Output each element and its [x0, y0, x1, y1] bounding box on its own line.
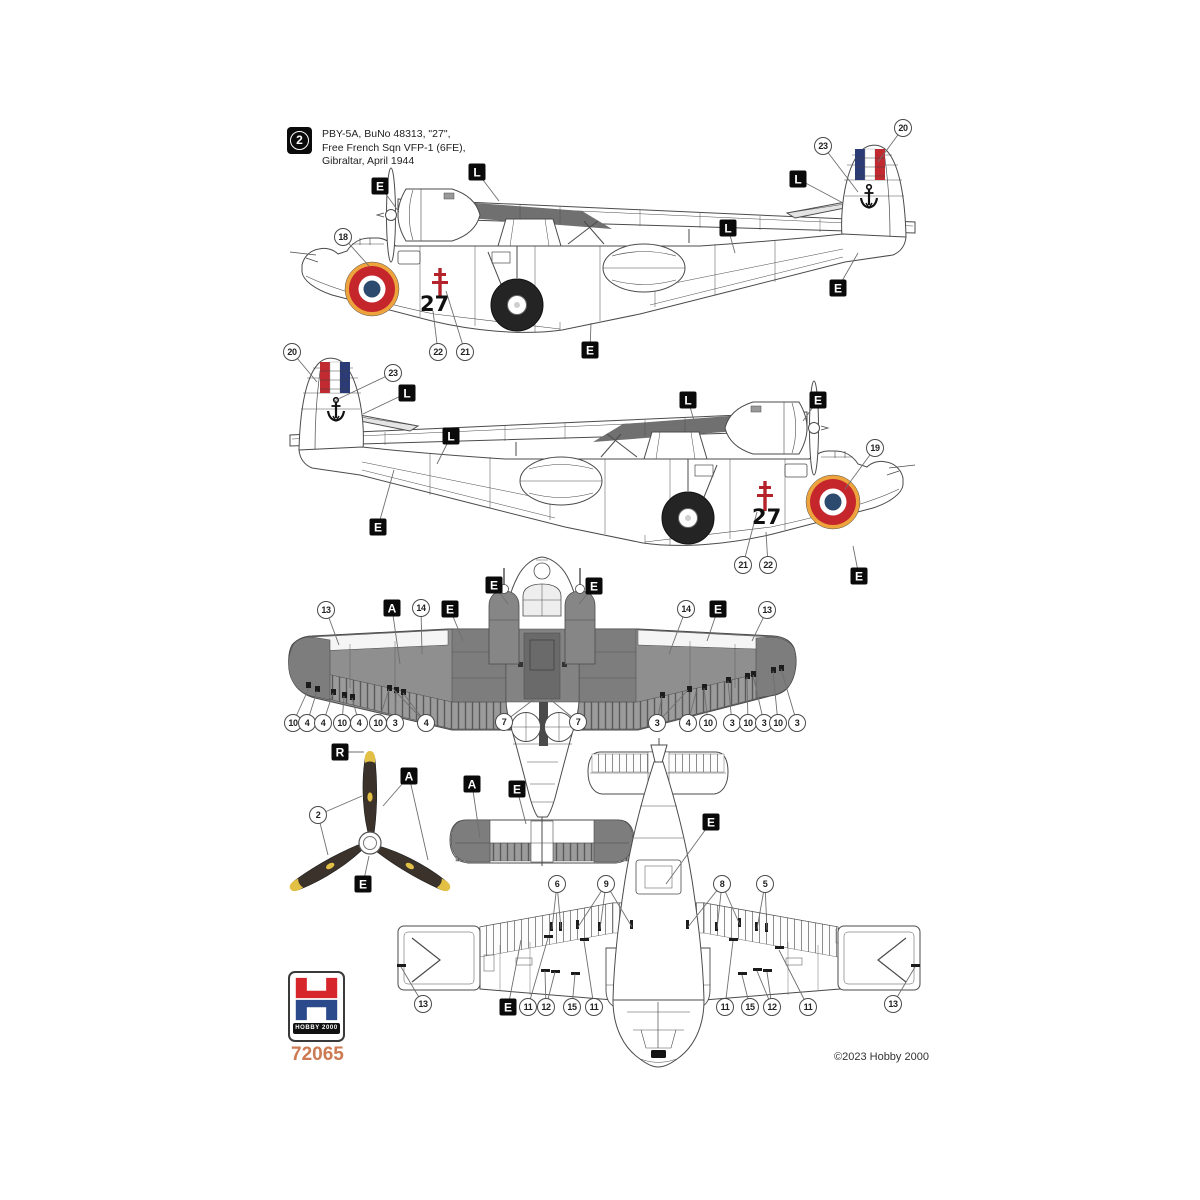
- hobby2000-monogram: [295, 977, 338, 1021]
- part-callout-11: 11: [716, 998, 734, 1016]
- part-callout-23: 23: [384, 364, 402, 382]
- anchor-icon: [859, 183, 879, 209]
- paint-label-E: E: [485, 576, 503, 594]
- paint-label-L: L: [468, 163, 486, 181]
- part-callout-13: 13: [758, 601, 776, 619]
- part-callout-3: 3: [788, 714, 806, 732]
- scheme-number: 2: [290, 131, 309, 150]
- part-callout-11: 11: [585, 998, 603, 1016]
- paint-label-E: E: [809, 391, 827, 409]
- kit-number: 72065: [291, 1044, 344, 1065]
- tactical-code-starboard: 27: [752, 505, 782, 529]
- part-callout-7: 7: [495, 713, 513, 731]
- part-callout-21: 21: [456, 343, 474, 361]
- part-callout-4: 4: [417, 714, 435, 732]
- part-callout-10: 10: [369, 714, 387, 732]
- part-callout-3: 3: [386, 714, 404, 732]
- paint-label-E: E: [709, 600, 727, 618]
- paint-label-E: E: [581, 341, 599, 359]
- part-callout-3: 3: [648, 714, 666, 732]
- paint-label-A: A: [383, 599, 401, 617]
- roundel-port: [344, 261, 400, 317]
- cross-of-lorraine-icon: [432, 268, 448, 298]
- part-callout-14: 14: [412, 599, 430, 617]
- part-callout-19: 19: [866, 439, 884, 457]
- paint-label-L: L: [679, 391, 697, 409]
- part-callout-12: 12: [537, 998, 555, 1016]
- part-callout-20: 20: [283, 343, 301, 361]
- part-callout-5: 5: [756, 875, 774, 893]
- propeller-art: [287, 751, 453, 895]
- fin-flash-starboard: [320, 361, 350, 394]
- subject-line-2: Free French Sqn VFP-1 (6FE),: [322, 141, 466, 154]
- hobby2000-logo: HOBBY 2000: [288, 971, 345, 1042]
- paint-label-L: L: [719, 219, 737, 237]
- paint-label-E: E: [371, 177, 389, 195]
- part-callout-2: 2: [309, 806, 327, 824]
- part-callout-9: 9: [597, 875, 615, 893]
- part-callout-10: 10: [699, 714, 717, 732]
- paint-label-E: E: [585, 577, 603, 595]
- cross-of-lorraine-icon: [757, 481, 773, 511]
- roundel-starboard: [805, 474, 861, 530]
- top-view-art: [288, 556, 797, 866]
- paint-label-E: E: [369, 518, 387, 536]
- part-callout-4: 4: [314, 714, 332, 732]
- anchor-icon: [326, 396, 346, 422]
- part-callout-6: 6: [548, 875, 566, 893]
- paint-label-A: A: [463, 775, 481, 793]
- paint-label-E: E: [441, 600, 459, 618]
- part-callout-20: 20: [894, 119, 912, 137]
- paint-label-E: E: [850, 567, 868, 585]
- subject-line-3: Gibraltar, April 1944: [322, 155, 415, 167]
- part-callout-22: 22: [759, 556, 777, 574]
- paint-label-E: E: [702, 813, 720, 831]
- paint-label-E: E: [499, 998, 517, 1016]
- part-callout-15: 15: [741, 998, 759, 1016]
- part-callout-8: 8: [713, 875, 731, 893]
- paint-label-L: L: [398, 384, 416, 402]
- copyright-text: ©2023 Hobby 2000: [834, 1051, 929, 1063]
- part-callout-13: 13: [414, 995, 432, 1013]
- part-callout-4: 4: [350, 714, 368, 732]
- paint-label-L: L: [789, 170, 807, 188]
- paint-label-E: E: [508, 780, 526, 798]
- part-callout-13: 13: [317, 601, 335, 619]
- paint-label-R: R: [331, 743, 349, 761]
- part-callout-13: 13: [884, 995, 902, 1013]
- scheme-number-badge: 2: [287, 127, 312, 154]
- bottom-view-art: [397, 738, 921, 1068]
- paint-label-E: E: [829, 279, 847, 297]
- part-callout-14: 14: [677, 600, 695, 618]
- scheme-subject: PBY-5A, BuNo 48313, "27", Free French Sq…: [322, 128, 466, 169]
- fin-flash-port: [855, 148, 885, 181]
- part-callout-7: 7: [569, 713, 587, 731]
- subject-line-1: PBY-5A, BuNo 48313, "27",: [322, 128, 451, 140]
- part-callout-18: 18: [334, 228, 352, 246]
- part-callout-11: 11: [519, 998, 537, 1016]
- part-callout-21: 21: [734, 556, 752, 574]
- logo-text: HOBBY 2000: [293, 1023, 340, 1034]
- paint-label-E: E: [354, 875, 372, 893]
- part-callout-22: 22: [429, 343, 447, 361]
- paint-label-L: L: [442, 427, 460, 445]
- part-callout-10: 10: [333, 714, 351, 732]
- part-callout-12: 12: [763, 998, 781, 1016]
- part-callout-10: 10: [769, 714, 787, 732]
- side-view-port-art: [289, 144, 916, 333]
- part-callout-4: 4: [679, 714, 697, 732]
- tactical-code-port: 27: [420, 292, 450, 316]
- part-callout-23: 23: [814, 137, 832, 155]
- part-callout-3: 3: [723, 714, 741, 732]
- part-callout-15: 15: [563, 998, 581, 1016]
- paint-label-A: A: [400, 767, 418, 785]
- part-callout-11: 11: [799, 998, 817, 1016]
